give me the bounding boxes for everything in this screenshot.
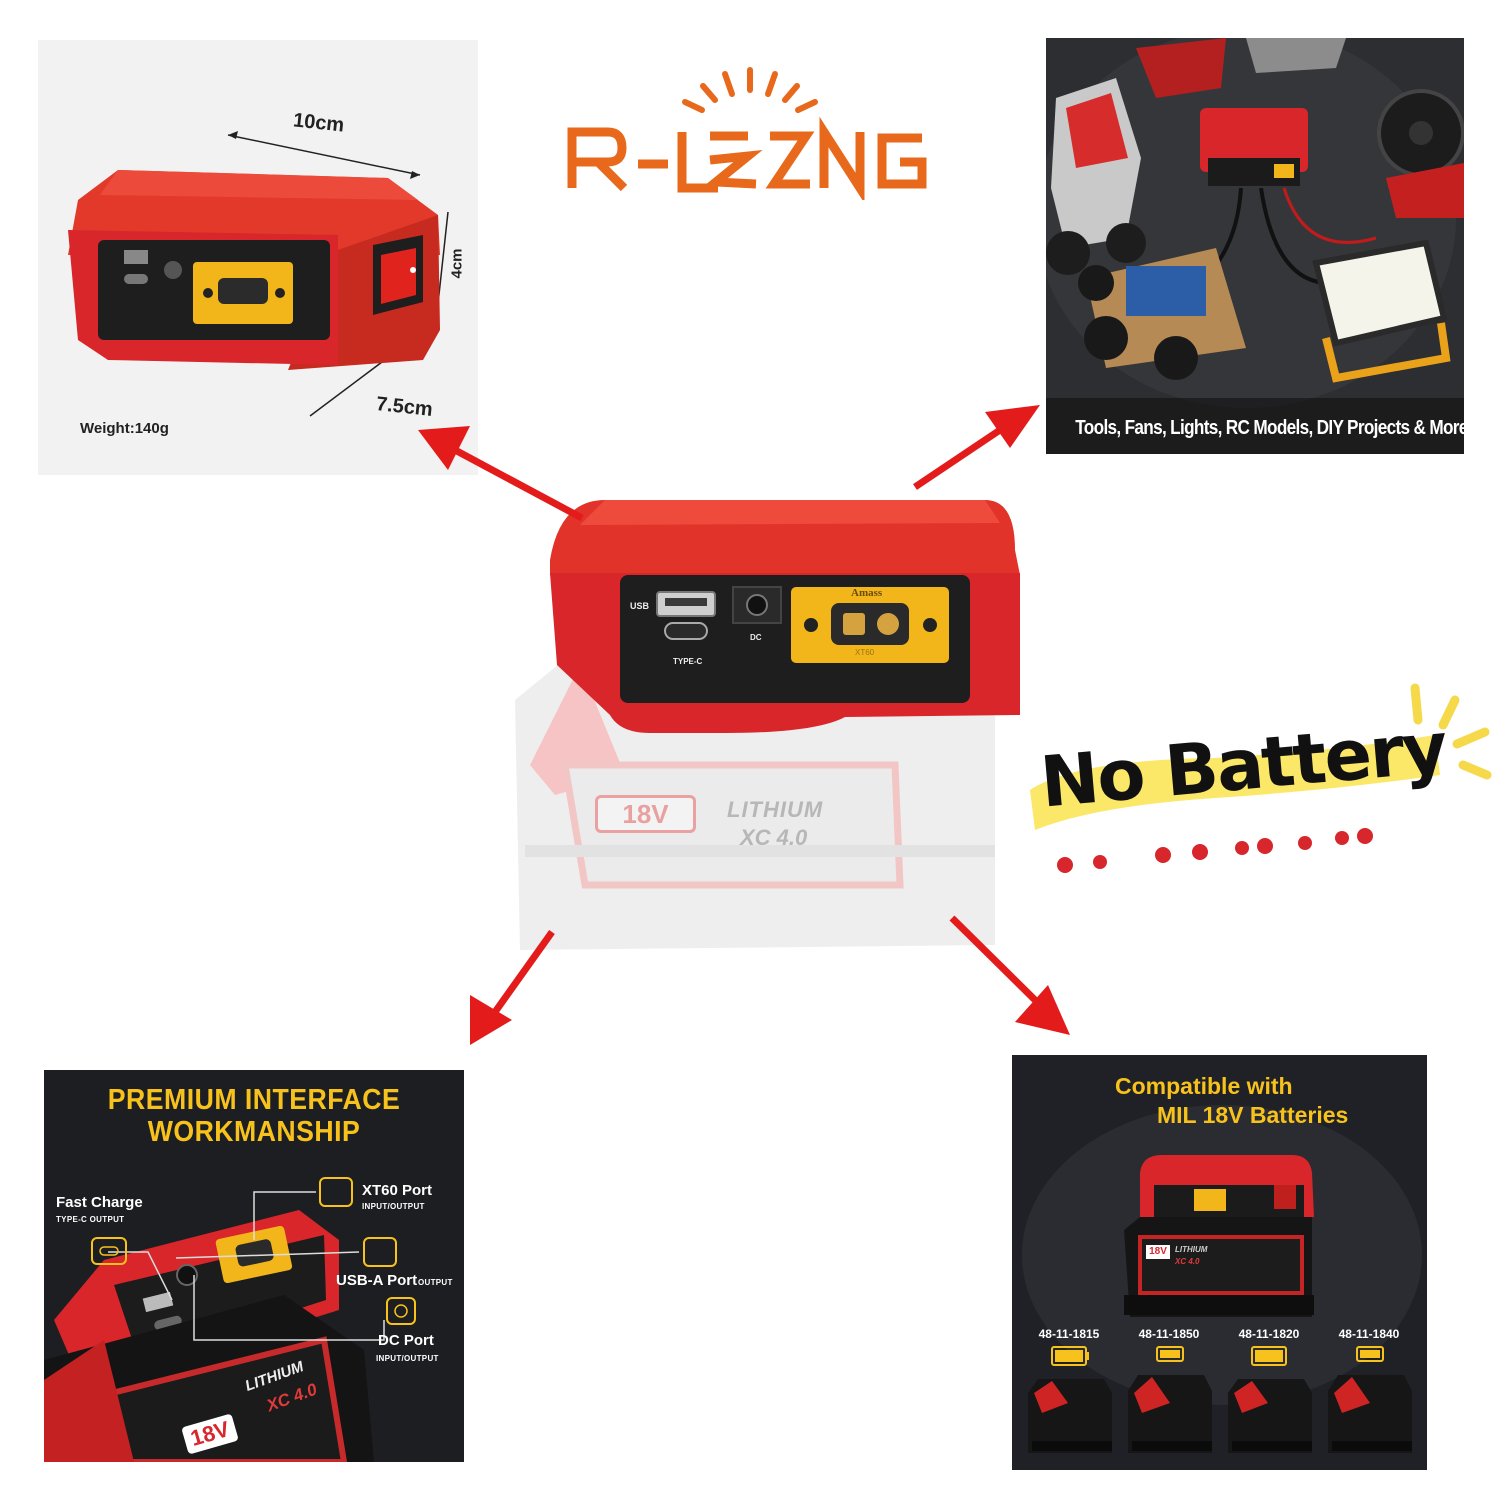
compat-battery-model: XC 4.0 — [1175, 1257, 1200, 1266]
highlight-brush-graphic — [1030, 683, 1492, 873]
product-main-image: USB TYPE-C DC Amass XT60 18V LITHIUM XC … — [495, 495, 1035, 965]
interface-title-line1: PREMIUM INTERFACE — [107, 1084, 401, 1116]
dc-port-label: DC — [750, 633, 762, 642]
adapter-on-battery-illustration — [515, 500, 1020, 950]
xt60-brand-label: Amass — [851, 587, 883, 599]
usb-port-label: USB — [630, 601, 650, 611]
arrow-head-interface-icon — [470, 995, 512, 1045]
applications-photo — [1046, 38, 1464, 454]
compat-battery-name: LITHIUM — [1175, 1245, 1208, 1254]
interface-title-line2: WORKMANSHIP — [147, 1116, 361, 1148]
xt60-port-sub: INPUT/OUTPUT — [362, 1202, 425, 1211]
dimensions-panel: 10cm 4cm 7.5cm Weight:140g — [38, 40, 478, 475]
xt60-port-label: XT60 Port — [362, 1182, 433, 1199]
applications-panel: Tools, Fans, Lights, RC Models, DIY Proj… — [1046, 38, 1464, 454]
compat-battery-row — [1028, 1346, 1412, 1453]
arrow-to-applications — [913, 427, 1002, 490]
no-battery-sticker: No Battery — [1015, 680, 1495, 880]
fast-charge-label: Fast Charge — [56, 1194, 143, 1211]
compat-title-line1: Compatible with — [1115, 1073, 1293, 1099]
battery-level-icons — [1051, 1346, 1384, 1366]
r-leng-logo-mark — [567, 67, 927, 204]
model-2: 48-11-1850 — [1138, 1327, 1200, 1341]
arrow-head-compat-icon — [1015, 985, 1070, 1035]
compat-title-line2: MIL 18V Batteries — [1157, 1102, 1349, 1128]
battery-voltage-badge: 18V — [595, 795, 696, 833]
adapter-dimensions-image — [68, 131, 449, 417]
model-4: 48-11-1840 — [1338, 1327, 1400, 1341]
interface-photo — [44, 1070, 464, 1462]
dc-port-label-callout: DC Port — [378, 1332, 434, 1349]
dc-port-sub: INPUT/OUTPUT — [376, 1354, 439, 1363]
model-3: 48-11-1820 — [1238, 1327, 1300, 1341]
compatibility-panel: Compatible with MIL 18V Batteries 18V LI… — [1012, 1055, 1427, 1470]
xt60-model-label: XT60 — [855, 648, 875, 657]
height-label: 4cm — [448, 248, 466, 279]
compat-battery-voltage: 18V — [1146, 1245, 1170, 1259]
interface-panel: PREMIUM INTERFACE WORKMANSHIP Fast Charg… — [44, 1070, 464, 1462]
usba-port-sub: OUTPUT — [418, 1278, 453, 1287]
battery-name: LITHIUM — [727, 797, 824, 822]
arrow-head-applications-icon — [985, 405, 1040, 448]
typec-port-label: TYPE-C — [673, 657, 703, 666]
weight-label: Weight:140g — [80, 420, 169, 437]
brand-logo — [560, 60, 940, 204]
model-1: 48-11-1815 — [1038, 1327, 1100, 1341]
applications-caption: Tools, Fans, Lights, RC Models, DIY Proj… — [1075, 417, 1464, 439]
fast-charge-sub: TYPE-C OUTPUT — [56, 1215, 125, 1224]
battery-model: XC 4.0 — [740, 825, 808, 850]
usba-port-label: USB-A Port — [336, 1272, 418, 1289]
